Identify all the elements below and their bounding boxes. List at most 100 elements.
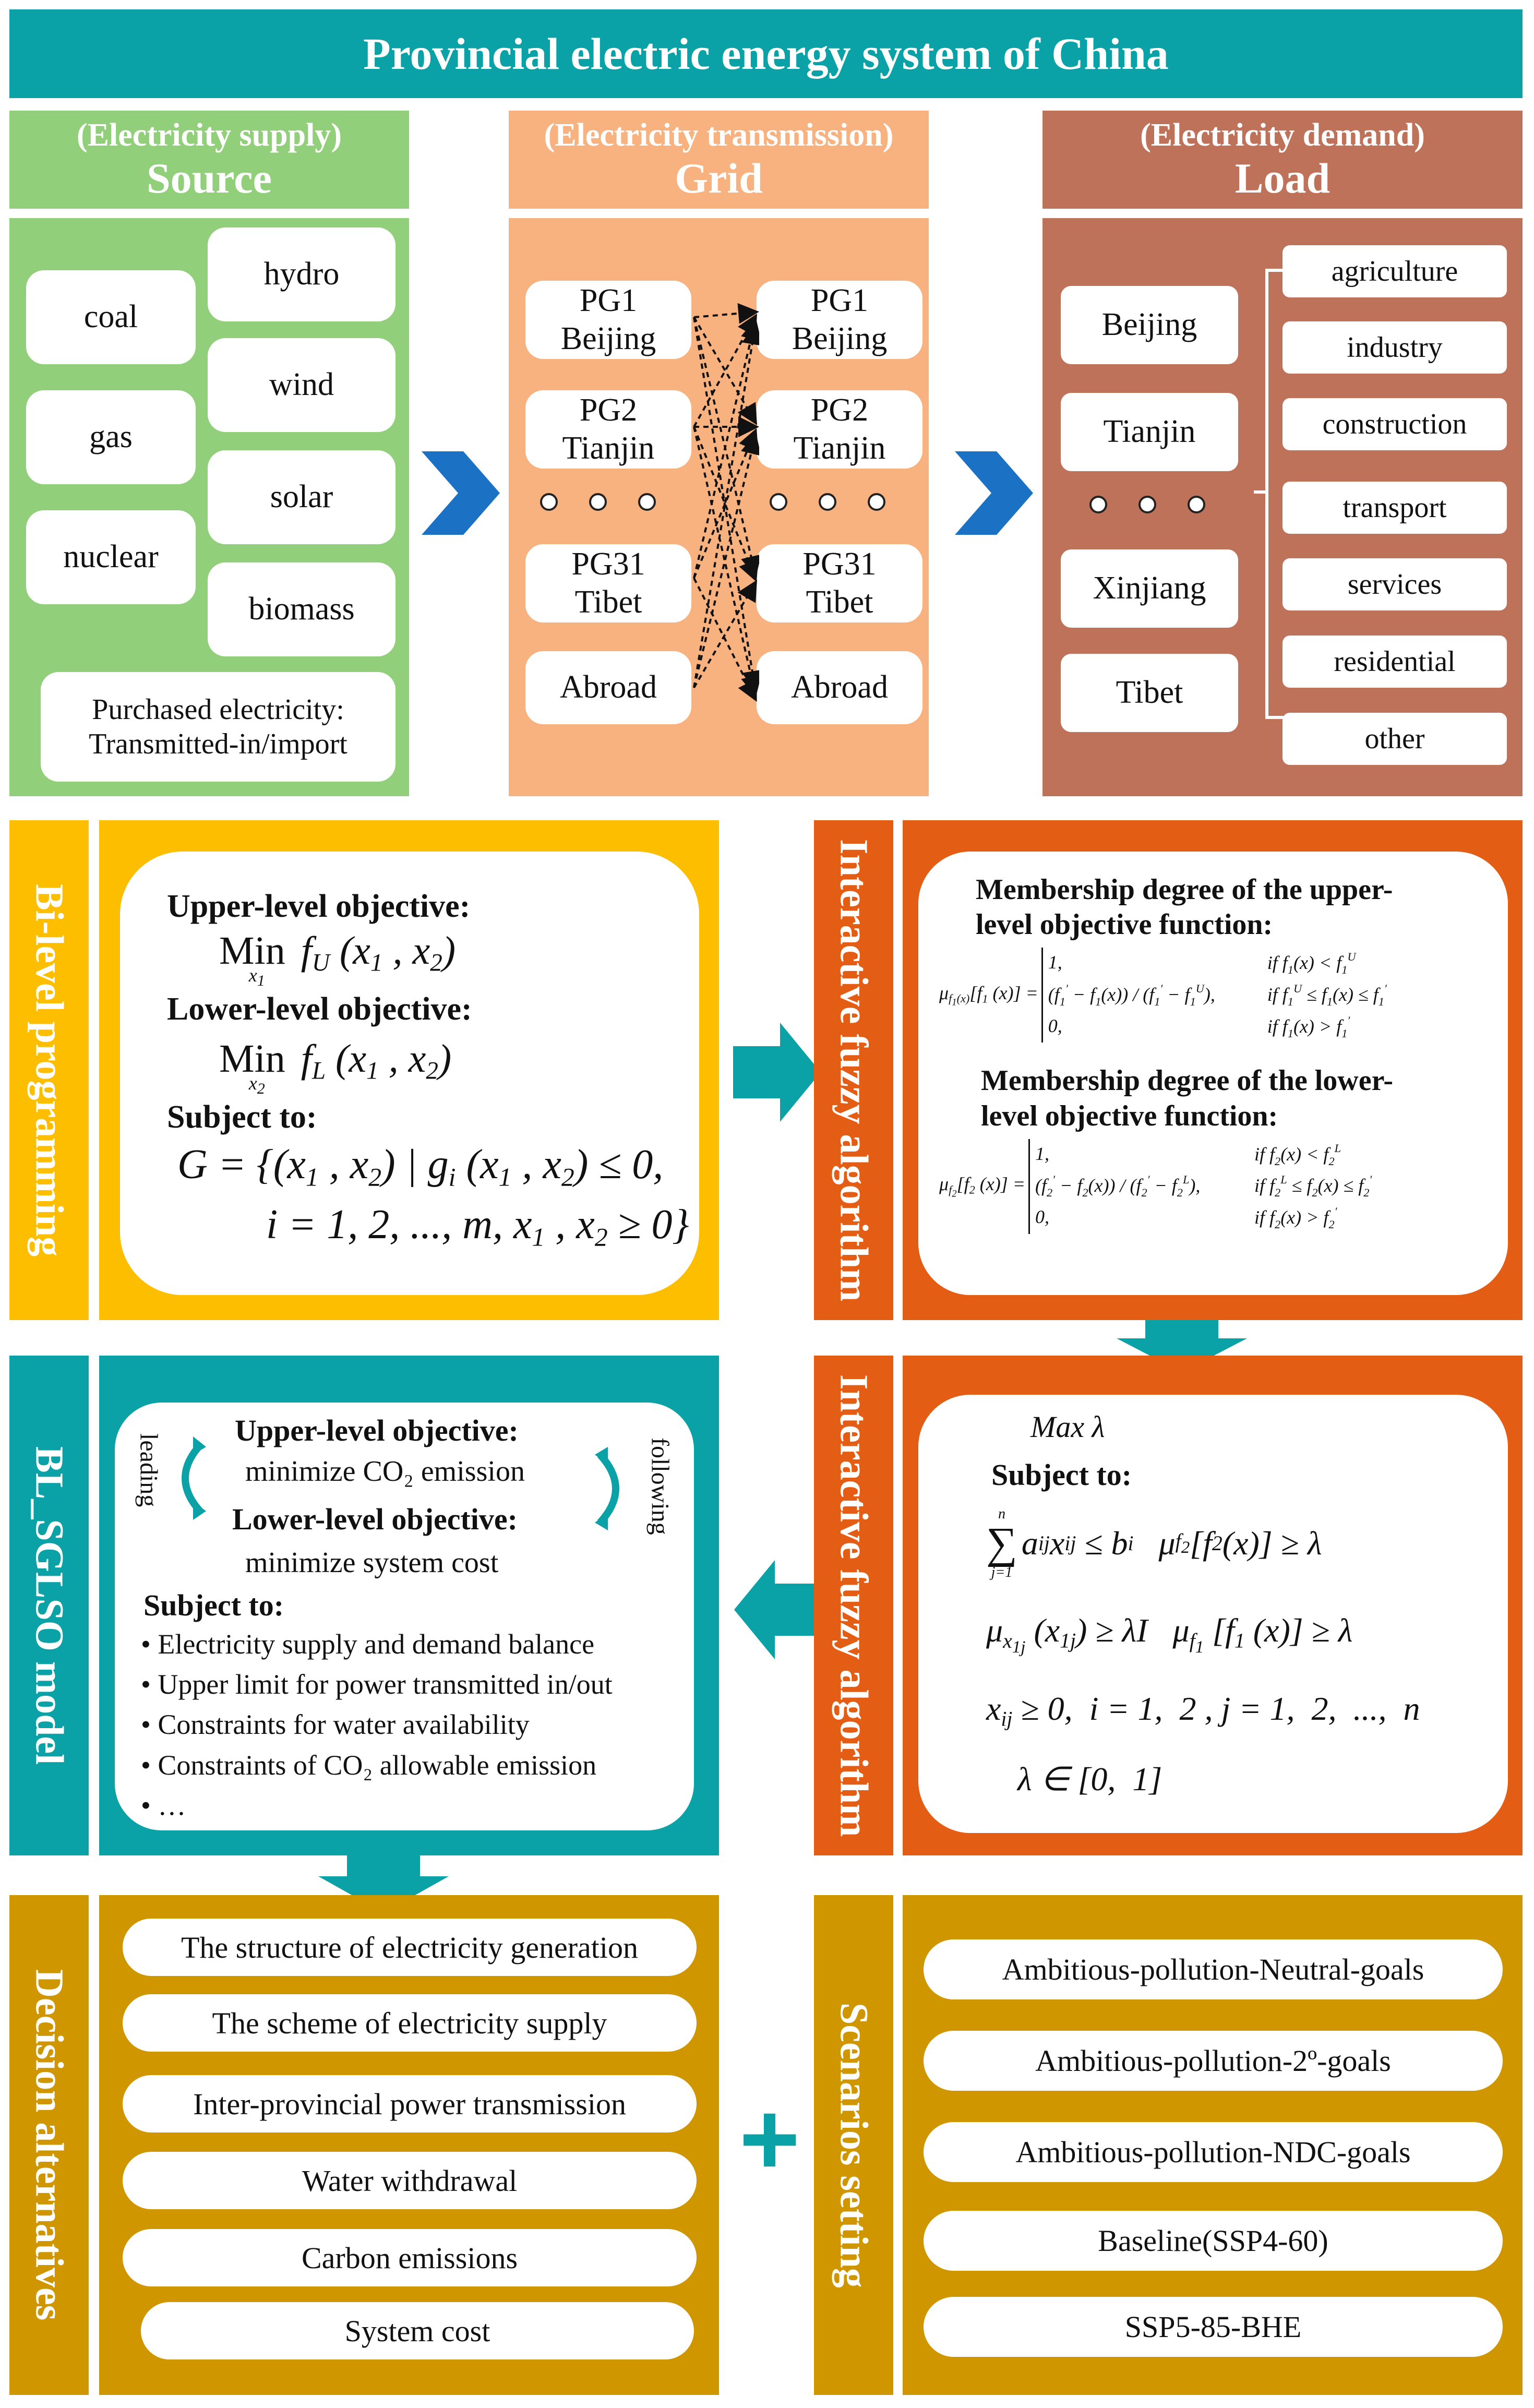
bl-lower-heading: Lower-level objective: <box>232 1502 518 1536</box>
decision-item: Inter-provincial power transmission <box>123 2075 697 2133</box>
load-sector: other <box>1283 713 1507 765</box>
upper-title-line-1: Membership degree of the upper- <box>976 873 1393 906</box>
source-item-solar: solar <box>208 450 396 544</box>
load-header: (Electricity demand) Load <box>1042 111 1523 209</box>
upper-level-heading: Upper-level objective: <box>167 889 471 924</box>
decision-item: The structure of electricity generation <box>123 1919 697 1976</box>
source-item-purchased: Purchased electricity: Transmitted-in/im… <box>41 672 396 782</box>
scenarios-panel: Ambitious-pollution-Neutral-goals Ambiti… <box>903 1895 1523 2395</box>
purchased-line-2: Transmitted-in/import <box>89 728 347 760</box>
scenario-item: Ambitious-pollution-Neutral-goals <box>924 1939 1503 1999</box>
node-label: PG31 <box>802 546 877 582</box>
sector-bracket <box>1254 269 1284 719</box>
curved-arrow-left-icon <box>182 1436 206 1520</box>
grid-right-node: PG31 Tibet <box>757 544 922 622</box>
grid-left-node-abroad: Abroad <box>525 651 691 724</box>
grid-right-node: PG1 Beijing <box>757 281 922 359</box>
bilevel-card: Upper-level objective: Minx1 fU (x1 , x2… <box>120 852 699 1295</box>
arrow-down-icon <box>1117 1320 1247 1372</box>
decision-item: The scheme of electricity supply <box>123 1994 697 2052</box>
decision-panel: The structure of electricity generation … <box>99 1895 719 2395</box>
source-item-biomass: biomass <box>208 562 396 656</box>
node-sublabel: Tianjin <box>562 430 655 466</box>
load-province: Xinjiang <box>1061 549 1238 628</box>
following-label: following <box>646 1437 674 1535</box>
scenario-item: Baseline(SSP4-60) <box>924 2211 1503 2271</box>
load-sector: residential <box>1283 636 1507 688</box>
load-ellipsis <box>1074 496 1221 516</box>
transmission-arrows <box>693 303 759 702</box>
fuzzy2-side-text: Interactive fuzzy algorithm <box>832 1374 876 1837</box>
node-label: PG2 <box>810 392 869 428</box>
grid-header: (Electricity transmission) Grid <box>509 111 929 209</box>
bl-upper-heading: Upper-level objective: <box>235 1413 519 1447</box>
fuzzy2-constraint-mu: μx1j (x1j) ≥ λI μf1 [f1 (x)] ≥ λ <box>986 1612 1353 1657</box>
node-label: PG1 <box>810 282 869 318</box>
node-sublabel: Beijing <box>792 321 888 356</box>
scenario-item: Ambitious-pollution-2º-goals <box>924 2031 1503 2091</box>
source-item-hydro: hydro <box>208 227 396 321</box>
upper-membership-formula: μf1(x)[f1 (x)] = 1,if f1(x) < f1U (f1′ −… <box>939 948 1497 1043</box>
fuzzy2-constraint-bounds: xij ≥ 0, i = 1, 2 , j = 1, 2, ..., n <box>986 1690 1420 1731</box>
node-label: Abroad <box>791 669 888 705</box>
purchased-line-1: Purchased electricity: <box>92 693 344 726</box>
source-panel: coal gas nuclear hydro wind solar biomas… <box>9 218 409 796</box>
load-sector: construction <box>1283 398 1507 450</box>
lower-level-heading: Lower-level objective: <box>167 991 472 1027</box>
fuzzy2-subject-to: Subject to: <box>991 1458 1132 1492</box>
grid-right-node: PG2 Tianjin <box>757 390 922 469</box>
curved-arrow-right-icon <box>595 1447 619 1530</box>
fuzzy1-panel: Membership degree of the upper- level ob… <box>903 820 1523 1320</box>
load-sector: transport <box>1283 482 1507 534</box>
title-bar: Provincial electric energy system of Chi… <box>9 9 1523 98</box>
node-label: PG1 <box>579 282 638 318</box>
subject-to-heading: Subject to: <box>167 1099 317 1135</box>
node-label: Abroad <box>560 669 657 705</box>
grid-left-ellipsis <box>524 493 672 513</box>
node-sublabel: Beijing <box>560 321 656 356</box>
blmodel-panel: leading following Upper-level objective:… <box>99 1356 719 1855</box>
bilevel-side-label: Bi-level programming <box>9 820 89 1320</box>
node-sublabel: Tianjin <box>793 430 886 466</box>
source-item-nuclear: nuclear <box>26 510 196 604</box>
bilevel-side-text: Bi-level programming <box>27 883 71 1257</box>
grid-title: Grid <box>675 154 763 202</box>
arrow-down-icon <box>318 1855 449 1913</box>
load-sector: agriculture <box>1283 245 1507 297</box>
scenarios-side-label: Scenarios setting <box>814 1895 893 2395</box>
decision-item: Carbon emissions <box>123 2229 697 2286</box>
source-header: (Electricity supply) Source <box>9 111 409 209</box>
bl-subject-to: Subject to: <box>143 1588 284 1622</box>
bl-constraint-list: • Electricity supply and demand balance … <box>141 1624 613 1826</box>
grid-left-node: PG1 Beijing <box>525 281 691 359</box>
blmodel-side-label: BL_SGLSO model <box>9 1356 89 1855</box>
lower-membership-title: Membership degree of the lower- level ob… <box>981 1063 1497 1133</box>
load-province: Tibet <box>1061 654 1238 732</box>
load-sector: industry <box>1283 321 1507 374</box>
constraint-index-formula: i = 1, 2, ..., m, x1 , x2 ≥ 0} <box>266 1202 689 1252</box>
load-subtitle: (Electricity demand) <box>1140 117 1425 153</box>
bl-constraint-item: • Electricity supply and demand balance <box>141 1628 595 1660</box>
grid-right-ellipsis <box>754 493 901 513</box>
lower-title-line-2: level objective function: <box>981 1099 1278 1132</box>
load-title: Load <box>1235 154 1331 202</box>
arrow-left-icon <box>734 1560 822 1659</box>
grid-right-node-abroad: Abroad <box>757 651 922 724</box>
lower-level-formula: Minx2 fL (x1 , x2) <box>219 1037 452 1098</box>
bilevel-panel: Upper-level objective: Minx1 fU (x1 , x2… <box>99 820 719 1320</box>
lower-membership-formula: μf2[f2 (x)] = 1,if f2(x) < f2L (f2′ − f2… <box>939 1139 1497 1234</box>
decision-side-text: Decision alternatives <box>27 1969 71 2321</box>
source-item-wind: wind <box>208 338 396 432</box>
node-label: PG31 <box>571 546 645 582</box>
fuzzy2-constraint-lambda: λ ∈ [0, 1] <box>1017 1760 1163 1798</box>
grid-left-node: PG31 Tibet <box>525 544 691 622</box>
grid-panel: PG1 Beijing PG2 Tianjin PG31 Tibet Abroa… <box>509 218 929 796</box>
constraint-set-formula: G = {(x1 , x2) | gi (x1 , x2) ≤ 0, <box>177 1142 664 1192</box>
upper-membership-title: Membership degree of the upper- level ob… <box>976 872 1497 942</box>
bl-lower-text: minimize system cost <box>245 1547 499 1579</box>
bl-constraint-item: • Constraints of CO₂ allowable emission <box>141 1749 597 1781</box>
diagram-title: Provincial electric energy system of Chi… <box>363 29 1169 79</box>
bl-constraint-item: • Constraints for water availability <box>141 1709 530 1741</box>
blmodel-card: leading following Upper-level objective:… <box>115 1403 694 1830</box>
